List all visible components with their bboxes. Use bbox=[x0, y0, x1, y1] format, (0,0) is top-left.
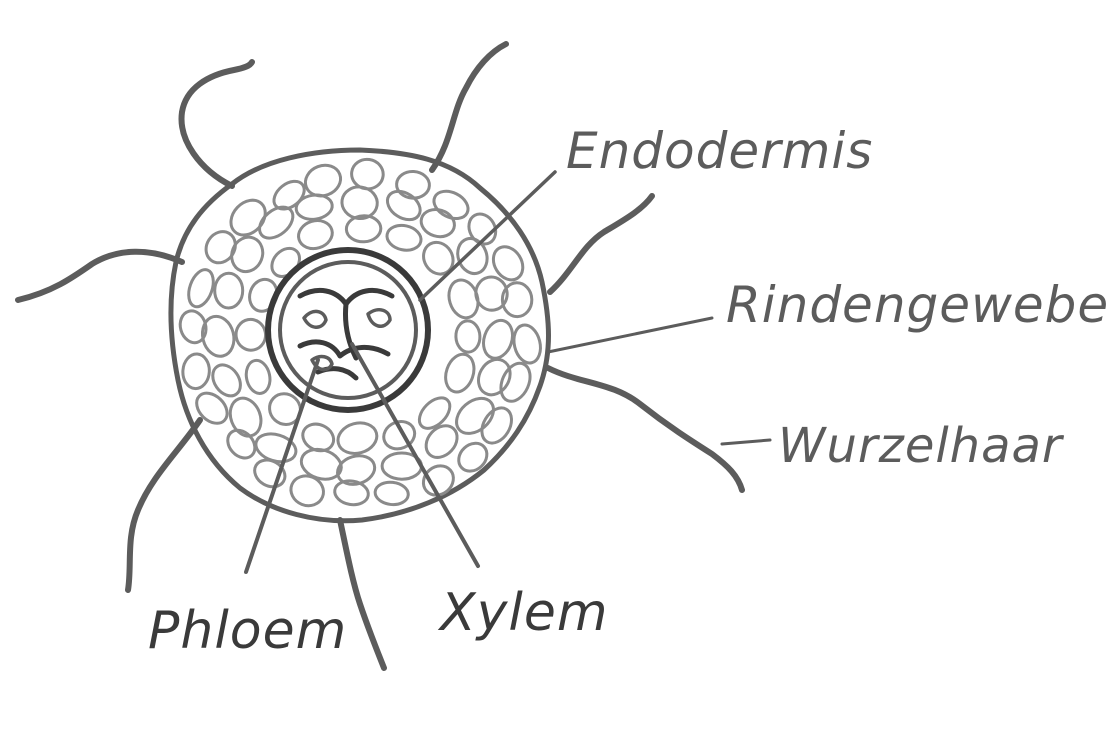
cortex-cell bbox=[336, 421, 379, 455]
cortex-cell bbox=[187, 268, 215, 309]
cortex-cell bbox=[482, 318, 514, 360]
cortex-cell bbox=[230, 235, 265, 274]
cortex-cell bbox=[211, 363, 242, 398]
cortex-cell bbox=[499, 361, 532, 403]
cortex-cell bbox=[455, 396, 495, 435]
leader-line-rindengewebe bbox=[546, 316, 714, 354]
root-hair-bottom bbox=[337, 517, 387, 671]
cortex-cell bbox=[444, 352, 476, 394]
cortex-cell bbox=[424, 424, 459, 459]
cortex-cell bbox=[195, 391, 229, 425]
cortex-cell bbox=[417, 396, 452, 430]
phloem-cells bbox=[302, 308, 392, 372]
cortex-cell bbox=[467, 212, 498, 246]
cortex-cell bbox=[344, 214, 383, 244]
cortex-cell bbox=[477, 357, 512, 397]
cortex-cell bbox=[500, 281, 534, 319]
leader-line-wurzelhaar bbox=[720, 438, 772, 446]
cortex-cell bbox=[229, 198, 267, 237]
cortex-cell bbox=[297, 219, 334, 251]
cortex-cell bbox=[474, 275, 509, 312]
root-hair-wurzelhaar bbox=[545, 365, 745, 493]
cortex-cell bbox=[373, 480, 410, 507]
root-hair-left bbox=[15, 248, 185, 303]
cortex-cell bbox=[457, 441, 489, 473]
cortex-cell bbox=[432, 189, 470, 221]
cortex-cell bbox=[234, 317, 268, 352]
leader-lines bbox=[244, 170, 772, 574]
cortex-cell bbox=[454, 319, 482, 354]
cortex-cell bbox=[181, 352, 211, 391]
cortex-cell bbox=[226, 428, 257, 460]
cortex-cell bbox=[419, 208, 456, 239]
cortex-cell bbox=[258, 205, 295, 240]
cortex-cell bbox=[303, 163, 343, 198]
label-xylem: Xylem bbox=[437, 583, 609, 643]
cortex-cell bbox=[456, 236, 489, 276]
cortex-cell bbox=[512, 323, 542, 365]
label-phloem: Phloem bbox=[148, 601, 347, 661]
cortex-cell bbox=[382, 420, 417, 451]
leader-line-xylem bbox=[350, 342, 480, 568]
central-cylinder bbox=[265, 247, 431, 413]
root-hair-lower-left bbox=[125, 417, 203, 593]
cortex-cell bbox=[178, 309, 208, 345]
cortex-cell bbox=[385, 189, 422, 222]
root-hair-top-left bbox=[178, 59, 255, 189]
cortex-cell bbox=[213, 271, 245, 310]
cortex-cell bbox=[253, 458, 287, 489]
root-hair-right bbox=[547, 193, 655, 295]
cortex-cell bbox=[228, 396, 263, 438]
cortex-cell bbox=[395, 169, 431, 200]
cortex-cells bbox=[178, 157, 542, 508]
cortex-cell bbox=[421, 464, 455, 497]
root-hair-top-right bbox=[429, 41, 509, 173]
cortex-cell bbox=[204, 230, 237, 265]
cortex-cell bbox=[289, 474, 325, 508]
label-rindengewebe: Rindengewebe bbox=[726, 276, 1106, 334]
root-hairs bbox=[15, 41, 745, 671]
label-wurzelhaar: Wurzelhaar bbox=[778, 418, 1065, 474]
cortex-cell bbox=[385, 223, 423, 252]
cortex-cell bbox=[422, 240, 455, 276]
endodermis-ring-outer bbox=[265, 247, 431, 413]
epidermis-outline bbox=[168, 147, 551, 524]
cortex-cell bbox=[272, 179, 306, 211]
cortex-cell bbox=[350, 157, 385, 191]
cortex-cell bbox=[480, 406, 513, 445]
leader-line-phloem bbox=[244, 358, 320, 574]
cortex-cell bbox=[491, 245, 525, 282]
label-endodermis: Endodermis bbox=[566, 122, 873, 180]
xylem-strands bbox=[297, 287, 395, 381]
endodermis-ring-inner bbox=[278, 260, 418, 400]
labels: Endodermis Rindengewebe Wurzelhaar Phloe… bbox=[148, 122, 1106, 661]
leader-line-endodermis bbox=[418, 170, 557, 302]
cortex-cell bbox=[333, 479, 370, 507]
cortex-cell bbox=[244, 358, 272, 395]
